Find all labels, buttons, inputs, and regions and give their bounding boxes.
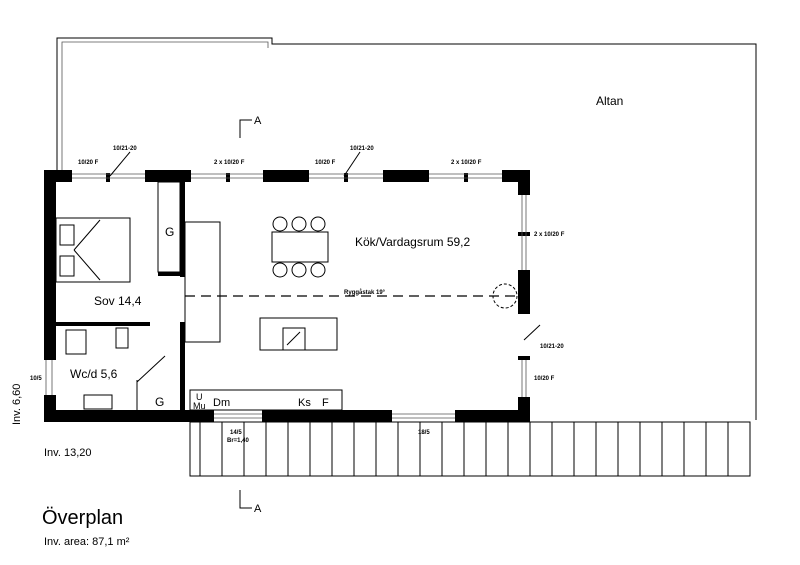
plan-title: Överplan <box>42 507 123 529</box>
window-label: 2 x 10/20 F <box>534 232 565 238</box>
fixture-u: U <box>196 392 203 402</box>
section-marker-bottom <box>239 490 252 509</box>
window-label: 10/21-20 <box>540 344 564 350</box>
room-label-bedroom: Sov 14,4 <box>94 294 142 308</box>
room-label-altan: Altan <box>596 94 623 108</box>
window-label: 10/21-20 <box>350 146 374 152</box>
dimension-width: Inv. 13,20 <box>44 447 92 459</box>
window-label: Br=1,40 <box>227 438 250 444</box>
dining-table <box>271 231 329 263</box>
kitchen-counter <box>189 389 343 411</box>
section-label-bottom: A <box>254 503 262 515</box>
decking <box>189 421 751 477</box>
fixture-g2: G <box>155 395 164 409</box>
bed <box>55 217 131 283</box>
window-label: 18/5 <box>418 430 430 436</box>
exterior-walls <box>44 170 530 422</box>
fixture-mu: Mu <box>193 401 206 411</box>
window-label: 2 x 10/20 F <box>451 160 482 166</box>
window-label: 10/20 F <box>78 160 99 166</box>
window-label: 10/21-20 <box>113 146 137 152</box>
section-label-top: A <box>254 115 262 127</box>
fixture-ks: Ks <box>298 397 311 409</box>
ridge-label: Ryggåstak 19° <box>344 289 386 296</box>
section-marker-top <box>239 119 252 138</box>
sofa <box>184 221 221 343</box>
windows <box>45 151 541 419</box>
room-label-kitchen: Kök/Vardagsrum 59,2 <box>355 235 470 249</box>
window-label: 14/5 <box>230 430 242 436</box>
window-label: 10/5 <box>30 376 42 382</box>
window-label: 2 x 10/20 F <box>214 160 245 166</box>
fixture-f: F <box>322 397 329 409</box>
dimension-height: Inv. 6,60 <box>11 384 23 425</box>
interior-walls <box>56 181 185 410</box>
window-label: 10/20 F <box>534 376 555 382</box>
fixture-g1: G <box>165 225 174 239</box>
window-label: 10/20 F <box>315 160 336 166</box>
room-label-wc: Wc/d 5,6 <box>70 367 118 381</box>
furniture <box>55 216 518 411</box>
fixture-dm: Dm <box>213 397 230 409</box>
plan-area: Inv. area: 87,1 m² <box>44 536 130 548</box>
terrace-outline-inner <box>61 41 269 172</box>
terrace-outline <box>56 37 757 420</box>
